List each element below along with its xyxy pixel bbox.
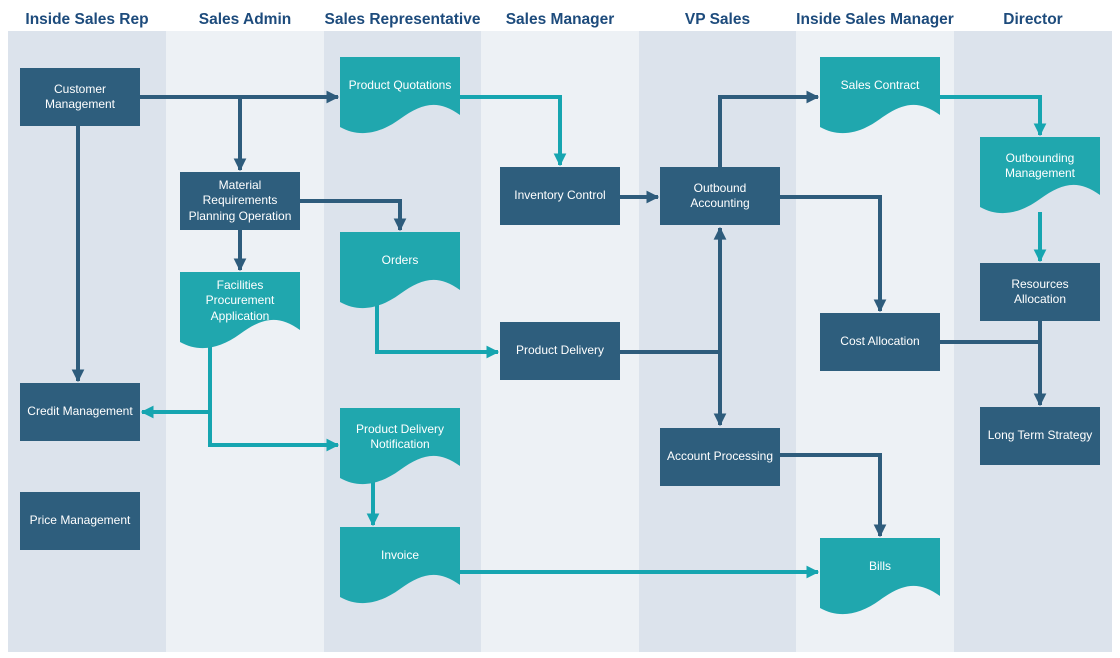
edge-sales-contract-to-outbounding-management: [940, 95, 1047, 137]
edge-outbound-accounting-to-cost-allocation: [780, 195, 887, 313]
node-material-requirements-planning-operation: Material Requirements Planning Operation: [180, 172, 300, 230]
node-outbounding-management: Outbounding Management: [980, 137, 1100, 215]
document-shape-icon: [340, 408, 460, 485]
node-label: Facilities Procurement Application: [205, 277, 275, 323]
document-shape-icon: [820, 538, 940, 615]
node-label: Sales Contract: [840, 78, 920, 93]
node-credit-management: Credit Management: [20, 383, 140, 441]
node-cost-allocation: Cost Allocation: [820, 313, 940, 371]
document-shape-icon: [340, 57, 460, 134]
lane-header-sales-manager: Sales Manager: [505, 11, 615, 28]
node-label: Account Processing: [666, 449, 774, 464]
lane-header-sales-representative: Sales Representative: [324, 11, 481, 28]
document-shape-icon: [820, 57, 940, 134]
node-label: Orders: [381, 253, 419, 268]
edge-orders-to-product-delivery: [375, 301, 500, 359]
document-shape-icon: [180, 272, 300, 349]
lane-header-inside-sales-manager: Inside Sales Manager: [796, 11, 954, 28]
node-account-processing: Account Processing: [660, 428, 780, 486]
edge-outbound-accounting-to-sales-contract: [718, 90, 820, 167]
node-product-delivery-notification: Product Delivery Notification: [340, 408, 460, 486]
node-label: Customer Management: [44, 81, 116, 111]
edge-product-quotations-to-inventory-control: [460, 95, 567, 167]
node-invoice: Invoice: [340, 527, 460, 605]
document-shape-icon: [340, 527, 460, 604]
node-long-term-strategy: Long Term Strategy: [980, 407, 1100, 465]
document-shape-icon: [980, 137, 1100, 214]
node-outbound-accounting: Outbound Accounting: [660, 167, 780, 225]
lane-header-director: Director: [1003, 11, 1063, 28]
edge-facilities-to-product-delivery-notification: [208, 346, 340, 452]
node-label: Inventory Control: [514, 188, 606, 203]
node-label: Invoice: [380, 548, 420, 563]
node-label: Resources Allocation: [1011, 276, 1069, 306]
node-label: Bills: [868, 559, 891, 574]
node-label: Credit Management: [27, 404, 133, 419]
node-label: Long Term Strategy: [987, 428, 1093, 443]
edge-material-to-orders: [300, 199, 407, 232]
node-label: Material Requirements Planning Operation: [188, 177, 292, 223]
node-label: Product Delivery Notification: [355, 421, 445, 451]
node-product-delivery: Product Delivery: [500, 322, 620, 380]
node-bills: Bills: [820, 538, 940, 616]
node-label: Product Delivery: [515, 343, 605, 358]
lane-header-sales-admin: Sales Admin: [198, 11, 292, 28]
node-label: Outbounding Management: [1004, 150, 1076, 180]
edge-account-processing-to-bills: [780, 453, 887, 538]
node-inventory-control: Inventory Control: [500, 167, 620, 225]
lane-header-inside-sales-rep: Inside Sales Rep: [25, 11, 149, 28]
node-label: Outbound Accounting: [690, 180, 750, 210]
node-orders: Orders: [340, 232, 460, 310]
lane-header-vp-sales: VP Sales: [684, 11, 751, 28]
node-facilities-procurement-application: Facilities Procurement Application: [180, 272, 300, 350]
node-customer-management: Customer Management: [20, 68, 140, 126]
node-product-quotations: Product Quotations: [340, 57, 460, 135]
document-shape-icon: [340, 232, 460, 309]
node-label: Cost Allocation: [840, 334, 920, 349]
node-resources-allocation: Resources Allocation: [980, 263, 1100, 321]
node-label: Price Management: [29, 513, 131, 528]
node-sales-contract: Sales Contract: [820, 57, 940, 135]
node-price-management: Price Management: [20, 492, 140, 550]
node-label: Product Quotations: [348, 78, 452, 93]
